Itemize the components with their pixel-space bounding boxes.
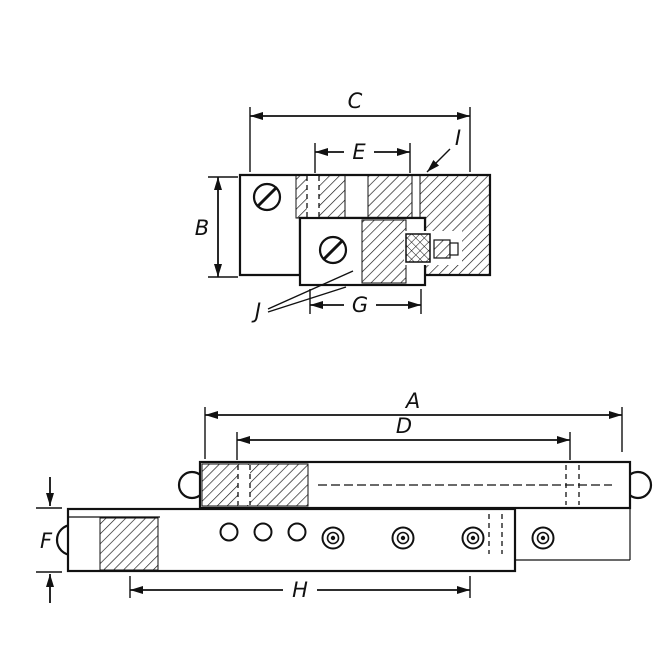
hidden-hole-gap [307,176,319,217]
dim-label-b: B [195,216,209,240]
rivet-stud [461,526,485,550]
dim-label-a: A [404,389,420,413]
dimension-b: B [195,176,238,278]
mounting-hole [253,522,273,542]
bearing-detail [404,231,462,265]
leader-line-j [267,286,347,313]
dimension-a: A [204,389,623,459]
dimension-g: G [309,289,422,317]
carriage-screw [318,235,348,265]
screw-slot [256,186,278,208]
dimension-d: D [236,414,571,460]
dim-label-f: F [40,529,53,553]
dimension-c: C [249,89,471,172]
rivet-stud [531,526,555,550]
housing-hatch-mid [367,174,413,219]
rail-hatch [201,463,309,507]
housing-hatch-left [295,174,346,219]
dimension-e: E [314,140,411,173]
carriage-nose-hatch [99,517,159,571]
bearing-crosshatch [405,233,431,263]
callout-j: J [251,270,354,323]
leader-line-i [426,148,451,173]
dimension-h: H [129,576,471,602]
housing-screw [252,182,282,212]
dim-label-h: H [292,578,308,602]
bearing-seal [433,239,451,259]
screw-slot [322,239,344,261]
carriage-hatch [361,219,407,284]
mounting-hole [287,522,307,542]
callout-i: I [426,126,461,173]
dim-label-d: D [396,414,412,438]
dim-label-i: I [455,126,461,150]
side-elevation-view: A D F H [36,389,653,603]
rivet-stud [321,526,345,550]
mounting-hole [219,522,239,542]
rivet-stud [391,526,415,550]
dim-label-j: J [251,299,261,323]
leader-line-j [267,270,354,310]
section-view: C E I B G [195,89,492,323]
rail-hidden-hole-gap [238,465,250,505]
dim-label-e: E [352,140,366,164]
bearing-retainer [449,242,459,256]
dim-label-c: C [348,89,363,113]
dim-label-g: G [352,293,368,317]
dimension-f: F [36,477,62,603]
